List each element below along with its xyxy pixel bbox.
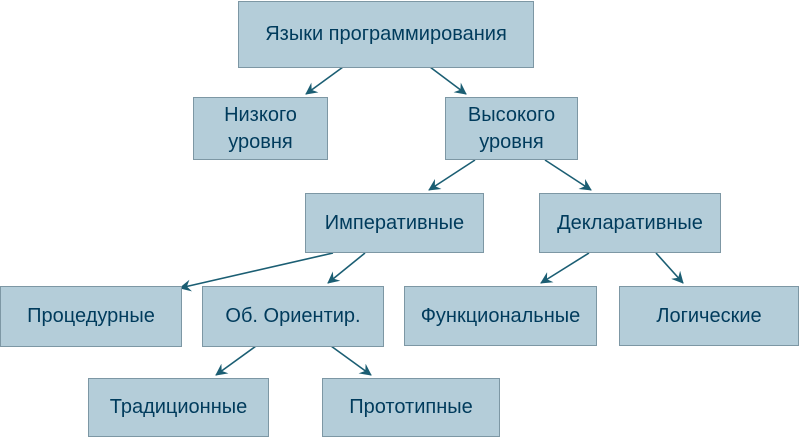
node-label: Функциональные [420,304,581,327]
node-logical: Логические [619,286,799,346]
node-label: Языки программирования [265,23,507,45]
node-traditional: Традиционные [88,378,269,437]
arrow-declarative-to-logical [655,252,684,284]
node-declarative: Декларативные [539,193,721,253]
arrow-high-to-declarative [544,159,592,191]
node-label: Логические [656,304,762,327]
node-functional: Функциональные [404,286,597,346]
node-prototype: Прототипные [322,378,500,437]
node-low-level: Низкого уровня [193,97,328,160]
arrow-object_oriented-to-traditional [215,345,257,376]
arrow-high-to-imperative [428,159,476,191]
arrow-declarative-to-functional [540,252,590,284]
arrow-imperative-to-object_oriented [327,252,366,284]
node-label: Императивные [324,211,465,234]
arrow-object_oriented-to-prototype [330,345,372,376]
node-label: Традиционные [109,396,248,418]
node-imperative: Императивные [305,193,484,253]
node-label: Низкого уровня [224,103,297,153]
node-object-oriented: Об. Ориентир. [202,286,384,347]
node-high-level: Высокого уровня [445,97,578,160]
node-label: Прототипные [349,396,473,418]
node-label: Об. Ориентир. [225,305,361,327]
arrow-root-to-low [305,66,344,95]
arrow-root-to-high [429,66,467,95]
node-label: Процедурные [27,305,155,327]
node-programming-languages: Языки программирования [238,1,534,68]
node-procedural: Процедурные [0,286,182,347]
arrow-imperative-to-procedural [179,252,334,292]
node-label: Декларативные [557,211,703,234]
node-label: Высокого уровня [467,103,556,153]
